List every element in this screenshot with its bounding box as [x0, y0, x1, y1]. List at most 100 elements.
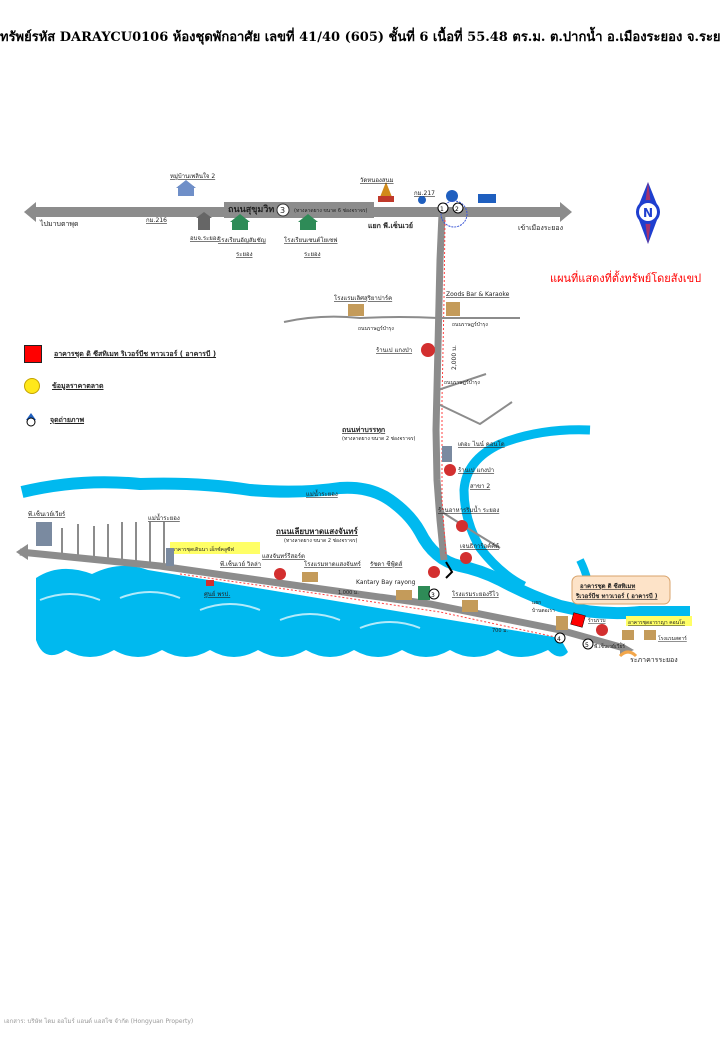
sukhumvit-label: ถนนสุขุมวิท	[228, 204, 274, 215]
river-branch	[459, 425, 591, 591]
shop2-label: ร้านเป แกงป่า	[458, 467, 494, 474]
legend-item-photo: จุดถ่ายภาพ	[24, 412, 84, 428]
distance-700: 700 ม.	[492, 628, 508, 634]
km216-label: กม.216	[146, 217, 167, 224]
photo-point-icon: 5	[582, 638, 594, 650]
sea-area	[36, 565, 568, 657]
school-icon	[298, 214, 318, 230]
condo-market-label: อาคารชุดเดินนา เอ็กซ์คลูซีฟ	[172, 545, 234, 553]
market-pin-icon	[428, 566, 440, 578]
hotel-river-label: โรงแรมระยองรีโว	[452, 590, 499, 598]
to-city-label: เข้าเมืองระยอง	[518, 224, 563, 232]
legend-label: อาคารชุด ดิ ซีสทิเมท ริเวอร์บีช ทาวเวอร์…	[54, 349, 217, 358]
market-pin-icon	[460, 552, 472, 564]
market-condo-badge	[626, 616, 692, 626]
to-pier-label: ระภาคารระยอง	[630, 656, 678, 664]
legend-item-market: ข้อมูลราคาตลาด	[24, 378, 104, 394]
route-number: 3	[280, 206, 285, 215]
market-pin-icon	[421, 343, 435, 357]
zoods-label: Zoods Bar & Karaoke	[446, 291, 510, 298]
beach-road-dotted	[179, 573, 561, 639]
svg-text:2: 2	[455, 206, 459, 213]
side-road-2	[437, 373, 487, 391]
river-label-2: แม่น้ำระยอง	[148, 512, 180, 522]
sangchan-label: แสงจันทร์รีสอร์ต	[262, 552, 305, 560]
main-road	[432, 213, 448, 561]
market-pin-icon	[456, 520, 468, 532]
shop1-label: ร้านเป แกงป่า	[376, 347, 412, 354]
subject-label: อาคารชุด ดิ ซีสทิเมท	[580, 582, 635, 590]
distance-dotted-line	[441, 219, 447, 557]
yellow-circle-icon	[24, 378, 40, 394]
side-road-3	[437, 401, 513, 426]
to-mabtaphut-label: ไปมาบตาพุด	[39, 219, 79, 228]
beach-road-label: ถนนเลียบหาดแสงจันทร์	[276, 526, 359, 536]
tha-ban-phe-note: (ทางลาดยาง ขนาด 2 ช่องจราจร)	[342, 436, 416, 442]
subject-label-b: ริเวอร์บีช ทาวเวอร์ ( อาคารบี )	[575, 592, 658, 600]
photo-point-icon: 1	[437, 202, 449, 214]
distance-2000: 2,000 ม.	[451, 345, 458, 370]
alleys	[61, 522, 165, 566]
condo-market-badge	[170, 542, 260, 554]
district-office-label: อบจ.ระยอง	[190, 235, 219, 242]
legend-label: ข้อมูลราคาตลาด	[52, 381, 104, 390]
shop2b-label: สาขา 2	[470, 483, 490, 490]
hotel-icon	[644, 630, 656, 640]
side-road-3-label: ถนนราษฎร์บำรุง	[444, 379, 480, 386]
photo-point-icon: 3	[428, 588, 440, 600]
subject-marker	[570, 612, 586, 628]
hotel-icon	[556, 616, 568, 630]
photo-point-icon: 2	[452, 202, 464, 214]
north-arrow-icon: N	[636, 182, 660, 244]
market-condo-b-label: โรงแรมสตาร์	[658, 635, 687, 642]
route-shield-icon	[276, 203, 290, 217]
alley-label: แยก	[532, 600, 541, 606]
legend-label: จุดถ่ายภาพ	[50, 415, 85, 424]
tower-left-label: พี.เซ็นเวย์เวียร์	[28, 509, 66, 518]
legend-item-subject: อาคารชุด ดิ ซีสทิเมท ริเวอร์บีช ทาวเวอร์…	[24, 345, 216, 363]
village-label: หมู่บ้านเพลินใจ 2	[170, 172, 215, 180]
hotel-icon	[348, 304, 364, 316]
svg-text:1: 1	[440, 206, 444, 213]
shop4-label: เจนธิการ้อค์ค์ต้	[460, 542, 499, 550]
footer-credit: เอกสาร: บริษัท ไดม ออโมร์ แอนด์ แอสโซ จำ…	[4, 1018, 194, 1025]
side-road-2-label: ถนนราษฎร์บำรุง	[452, 321, 488, 328]
side-road-1	[283, 315, 520, 323]
compass-letter: N	[643, 206, 653, 220]
sukhumvit-note: (ทางลาดยาง ขนาด 6 ช่องจราจร)	[294, 208, 368, 214]
pk-zone-label: พี.เซ็นเวย์ วิลล่า	[220, 559, 261, 568]
intersection-label: แยก พี.เซ็นเวย์	[368, 221, 413, 230]
temple-label: วัดหนองสนม	[360, 177, 394, 184]
shop5-label: ร้านรวบ	[588, 617, 606, 624]
alley-near-label: บ้านตอเรา	[532, 607, 555, 614]
river	[20, 476, 690, 620]
market-condo-label: อาคารชุดอาราญา คอนโด	[628, 619, 685, 626]
hotel-icon	[396, 590, 412, 600]
hotel-icon	[302, 572, 318, 582]
center-label: ศูนย์ พรป.	[204, 590, 230, 598]
condo1-label: เดอะ ไนน์ คอนโด	[458, 440, 505, 448]
bar-icon	[446, 302, 460, 316]
side-road-1-label: ถนนราษฎร์บำรุง	[358, 325, 394, 332]
bridge-icon	[445, 561, 454, 579]
red-square-icon	[24, 345, 42, 363]
school-icon	[230, 214, 250, 230]
svg-text:3: 3	[431, 592, 435, 599]
photo-point-icon: 4	[554, 632, 566, 644]
hotel-icon	[462, 600, 478, 612]
store-icon	[418, 586, 430, 600]
kantary-label: Kantary Bay rayong	[356, 579, 416, 586]
school1-label: โรงเรียนอัญสัมชัญ	[218, 236, 266, 244]
school2-label: โรงเรียนเซนต์โยเซฟ	[284, 236, 338, 244]
beach-road-arrow-left	[16, 544, 28, 560]
side-road-4	[441, 511, 501, 549]
condo-icon	[166, 548, 174, 566]
market-pin-icon	[596, 624, 608, 636]
beach-road-note: (ทางลาดยาง ขนาด 2 ช่องจราจร)	[284, 538, 358, 544]
school2b-label: ระยอง	[304, 251, 321, 258]
landmark-icon	[618, 650, 638, 658]
temple-icon	[378, 182, 394, 202]
page-title: ทรัพย์รหัส DARAYCU0106 ห้องชุดพักอาศัย เ…	[0, 30, 720, 45]
shop3-label: ร้านอาหารริมน้ำ ระยอง	[438, 504, 499, 514]
